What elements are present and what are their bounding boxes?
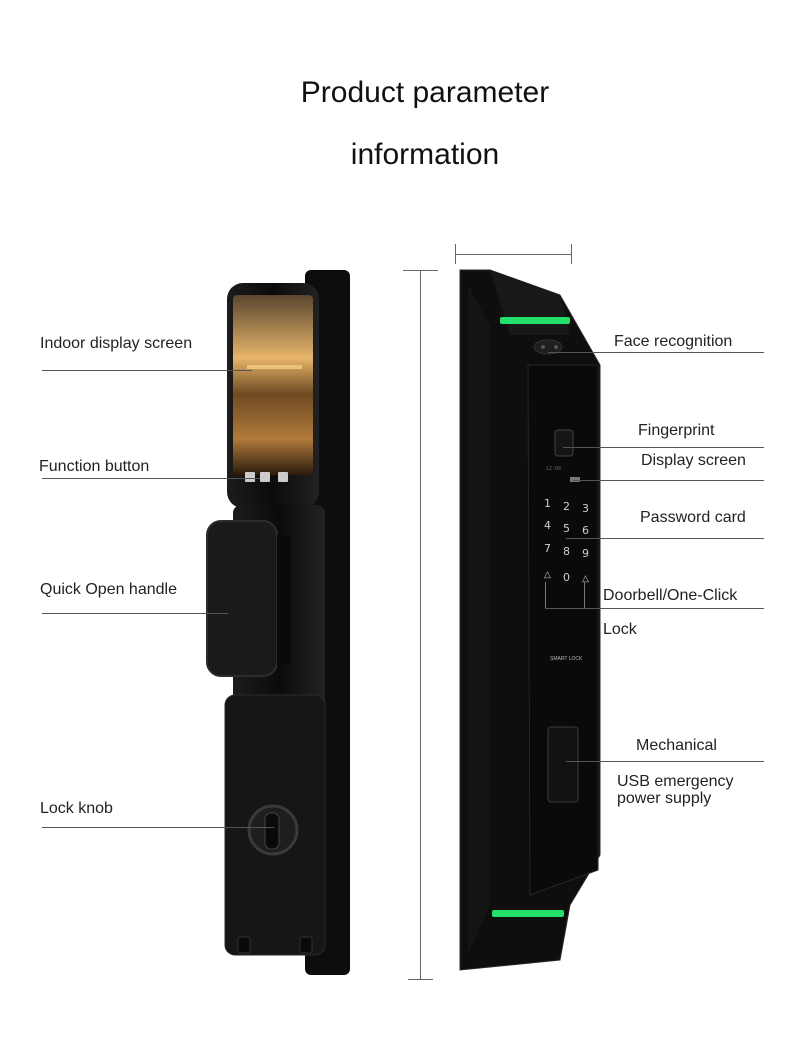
page-title-line2: information xyxy=(350,138,500,171)
page-title-line1: Product parameter xyxy=(300,76,550,109)
leader-fingerprint xyxy=(563,447,764,448)
leader-face-recognition xyxy=(548,352,764,353)
key-7[interactable]: 7 xyxy=(544,542,551,555)
screw-right xyxy=(299,936,313,954)
doorbell-key-icon[interactable]: △ xyxy=(544,569,551,579)
fingerprint-sensor xyxy=(554,429,574,457)
screw-left xyxy=(237,936,251,954)
top-accent-light xyxy=(500,317,570,324)
leader-indoor-display xyxy=(42,370,252,371)
outdoor-lock-illustration: 12:00 SMART LOCK xyxy=(459,269,601,971)
leader-doorbell xyxy=(545,608,764,609)
key-9[interactable]: 9 xyxy=(582,547,589,560)
function-button-1 xyxy=(245,472,255,482)
label-lock-knob: Lock knob xyxy=(40,800,113,817)
keypad: 1 2 3 4 5 6 7 8 9 △ 0 △ xyxy=(538,497,598,587)
function-button-2 xyxy=(260,472,270,482)
quick-open-handle xyxy=(206,520,278,677)
dimension-vertical-line xyxy=(420,270,421,980)
indoor-lock-illustration xyxy=(206,270,350,975)
label-mechanical: Mechanical xyxy=(636,737,717,754)
brand-text: SMART LOCK xyxy=(550,656,583,662)
front-panel xyxy=(527,364,599,896)
leader-quick-open xyxy=(42,613,228,614)
label-password-card: Password card xyxy=(640,509,746,526)
label-power-supply: power supply xyxy=(617,790,712,807)
face-camera xyxy=(533,339,563,355)
leader-doorbell-drop-left xyxy=(545,582,546,608)
key-0[interactable]: 0 xyxy=(563,571,570,584)
leader-lock-knob xyxy=(42,827,274,828)
function-button-3 xyxy=(278,472,288,482)
lock-key-icon[interactable]: △ xyxy=(582,573,589,583)
label-lock: Lock xyxy=(603,621,637,638)
label-quick-open: Quick Open handle xyxy=(40,581,177,598)
leader-function-button xyxy=(42,478,260,479)
key-5[interactable]: 5 xyxy=(563,522,570,535)
key-4[interactable]: 4 xyxy=(544,519,551,532)
key-6[interactable]: 6 xyxy=(582,524,589,537)
label-indoor-display: Indoor display screen xyxy=(40,335,193,352)
indoor-display xyxy=(233,295,313,475)
label-function-button: Function button xyxy=(39,458,150,475)
leader-doorbell-drop-right xyxy=(584,582,585,608)
label-doorbell: Doorbell/One-Click xyxy=(603,587,738,604)
svg-text:12:00: 12:00 xyxy=(546,466,561,472)
label-fingerprint: Fingerprint xyxy=(638,422,715,439)
dimension-bottom-tick xyxy=(408,979,433,980)
leader-password-card xyxy=(566,538,764,539)
label-face-recognition: Face recognition xyxy=(614,333,733,350)
label-usb-emergency: USB emergency xyxy=(617,773,734,790)
dimension-right-tick xyxy=(571,244,572,264)
key-3[interactable]: 3 xyxy=(582,502,589,515)
key-8[interactable]: 8 xyxy=(563,545,570,558)
dimension-horizontal-line xyxy=(455,254,572,255)
mini-display xyxy=(570,477,580,482)
leader-mechanical xyxy=(566,761,764,762)
label-display-screen: Display screen xyxy=(641,452,746,469)
key-2[interactable]: 2 xyxy=(563,500,570,513)
usb-cover xyxy=(547,726,579,803)
key-1[interactable]: 1 xyxy=(544,497,551,510)
bottom-accent-light xyxy=(492,910,564,917)
leader-display-screen xyxy=(573,480,764,481)
